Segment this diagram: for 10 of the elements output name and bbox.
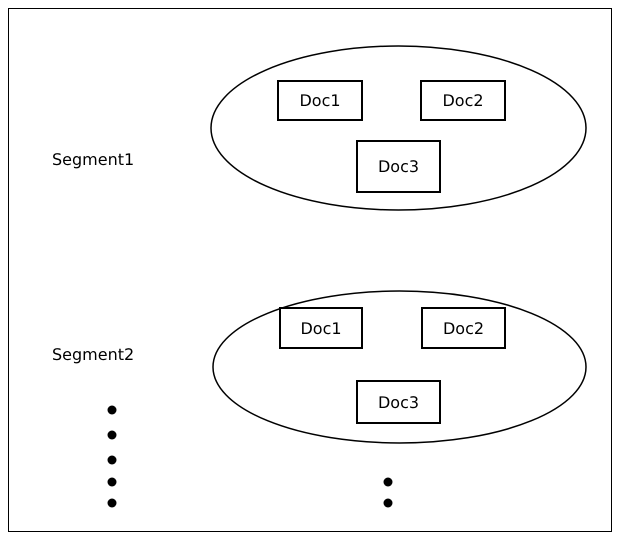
document-box: Doc1 bbox=[279, 307, 363, 349]
document-box: Doc3 bbox=[356, 140, 441, 193]
segment-ellipse bbox=[212, 290, 587, 444]
document-box: Doc1 bbox=[277, 80, 363, 121]
document-box: Doc3 bbox=[356, 380, 441, 424]
document-box: Doc2 bbox=[421, 307, 506, 349]
segment-label: Segment1 bbox=[52, 150, 134, 169]
document-box: Doc2 bbox=[420, 80, 506, 121]
segment-label: Segment2 bbox=[52, 345, 134, 364]
segment-ellipse bbox=[210, 45, 587, 211]
